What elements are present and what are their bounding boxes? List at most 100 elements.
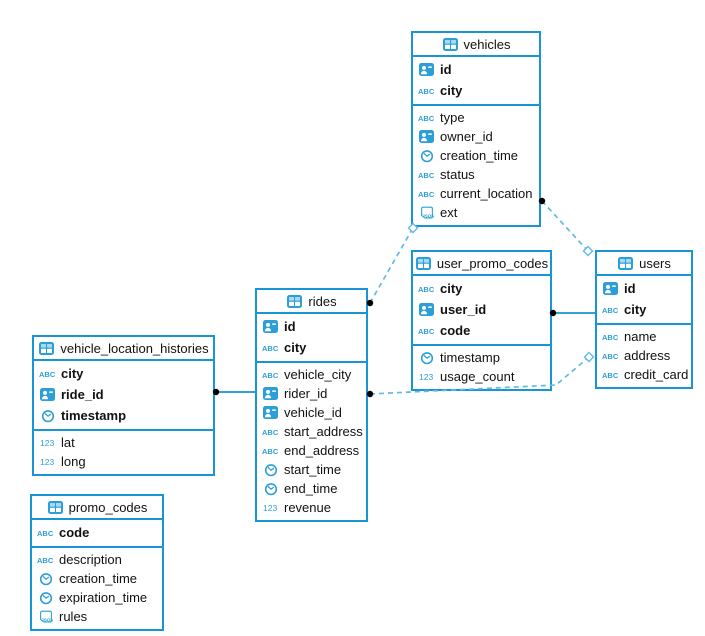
- svg-text:ABC: ABC: [262, 371, 279, 380]
- column-label: lat: [61, 435, 75, 450]
- relation-line-vehicles-to-users[interactable]: [541, 200, 589, 252]
- numeric-type-icon: 123: [39, 456, 56, 467]
- column-row-type[interactable]: ABC type: [413, 108, 539, 127]
- column-label: revenue: [284, 500, 331, 515]
- table-header-rides[interactable]: rides: [257, 290, 366, 314]
- table-title: rides: [308, 293, 337, 309]
- id-type-icon: [418, 303, 435, 316]
- column-row-owner_id[interactable]: owner_id: [413, 127, 539, 146]
- column-label: end_address: [284, 443, 360, 458]
- column-label: id: [624, 281, 636, 296]
- svg-text:ABC: ABC: [418, 87, 435, 96]
- table-header-vehicles[interactable]: vehicles: [413, 33, 539, 57]
- svg-text:JSON: JSON: [422, 213, 434, 218]
- column-row-end_time[interactable]: end_time: [257, 479, 366, 498]
- column-row-id[interactable]: id: [257, 316, 366, 337]
- id-type-icon: [602, 282, 619, 295]
- table-title: promo_codes: [68, 499, 148, 515]
- table-header-users[interactable]: users: [597, 252, 691, 276]
- column-label: city: [284, 340, 307, 355]
- column-row-vehicle_id[interactable]: vehicle_id: [257, 403, 366, 422]
- column-row-code[interactable]: ABC code: [413, 320, 550, 341]
- json-type-icon: JSON: [37, 610, 54, 624]
- json-type-icon: JSON: [418, 206, 435, 220]
- column-label: address: [624, 348, 671, 363]
- svg-text:ABC: ABC: [37, 556, 54, 565]
- column-row-id[interactable]: id: [413, 59, 539, 80]
- column-row-ride_id[interactable]: ride_id: [34, 384, 213, 405]
- svg-text:123: 123: [40, 438, 54, 448]
- column-row-creation_time[interactable]: creation_time: [413, 146, 539, 165]
- column-row-timestamp[interactable]: timestamp: [413, 348, 550, 367]
- svg-text:JSON: JSON: [41, 617, 53, 622]
- table-header-promo_codes[interactable]: promo_codes: [32, 496, 162, 520]
- column-label: code: [440, 323, 471, 338]
- column-label: expiration_time: [59, 590, 148, 605]
- table-icon: [38, 341, 55, 355]
- timestamp-type-icon: [39, 409, 56, 423]
- column-row-long[interactable]: 123 long: [34, 452, 213, 471]
- column-row-creation_time[interactable]: creation_time: [32, 569, 162, 588]
- string-type-icon: ABC: [39, 368, 56, 379]
- string-type-icon: ABC: [37, 527, 54, 538]
- column-label: city: [624, 302, 647, 317]
- string-type-icon: ABC: [262, 445, 279, 456]
- svg-text:ABC: ABC: [262, 344, 279, 353]
- column-row-start_time[interactable]: start_time: [257, 460, 366, 479]
- column-row-lat[interactable]: 123 lat: [34, 433, 213, 452]
- string-type-icon: ABC: [262, 369, 279, 380]
- column-label: timestamp: [440, 350, 500, 365]
- timestamp-type-icon: [262, 482, 279, 496]
- column-row-timestamp[interactable]: timestamp: [34, 405, 213, 426]
- string-type-icon: ABC: [418, 112, 435, 123]
- column-row-rider_id[interactable]: rider_id: [257, 384, 366, 403]
- column-label: type: [440, 110, 465, 125]
- table-header-vehicle_location_histories[interactable]: vehicle_location_histories: [34, 337, 213, 361]
- string-type-icon: ABC: [418, 325, 435, 336]
- column-label: city: [440, 83, 463, 98]
- column-row-city[interactable]: ABC city: [257, 337, 366, 358]
- timestamp-type-icon: [262, 463, 279, 477]
- svg-text:ABC: ABC: [418, 327, 435, 336]
- table-icon: [286, 294, 303, 308]
- column-label: long: [61, 454, 86, 469]
- timestamp-type-icon: [418, 149, 435, 163]
- id-type-icon: [418, 63, 435, 76]
- table-header-user_promo_codes[interactable]: user_promo_codes: [413, 252, 550, 276]
- column-row-expiration_time[interactable]: expiration_time: [32, 588, 162, 607]
- column-label: id: [284, 319, 296, 334]
- string-type-icon: ABC: [37, 554, 54, 565]
- id-type-icon: [262, 406, 279, 419]
- relation-line-rides-to-vehicles[interactable]: [369, 227, 414, 304]
- column-row-end_address[interactable]: ABC end_address: [257, 441, 366, 460]
- column-row-city[interactable]: ABC city: [413, 80, 539, 101]
- column-row-user_id[interactable]: user_id: [413, 299, 550, 320]
- column-row-id[interactable]: id: [597, 278, 691, 299]
